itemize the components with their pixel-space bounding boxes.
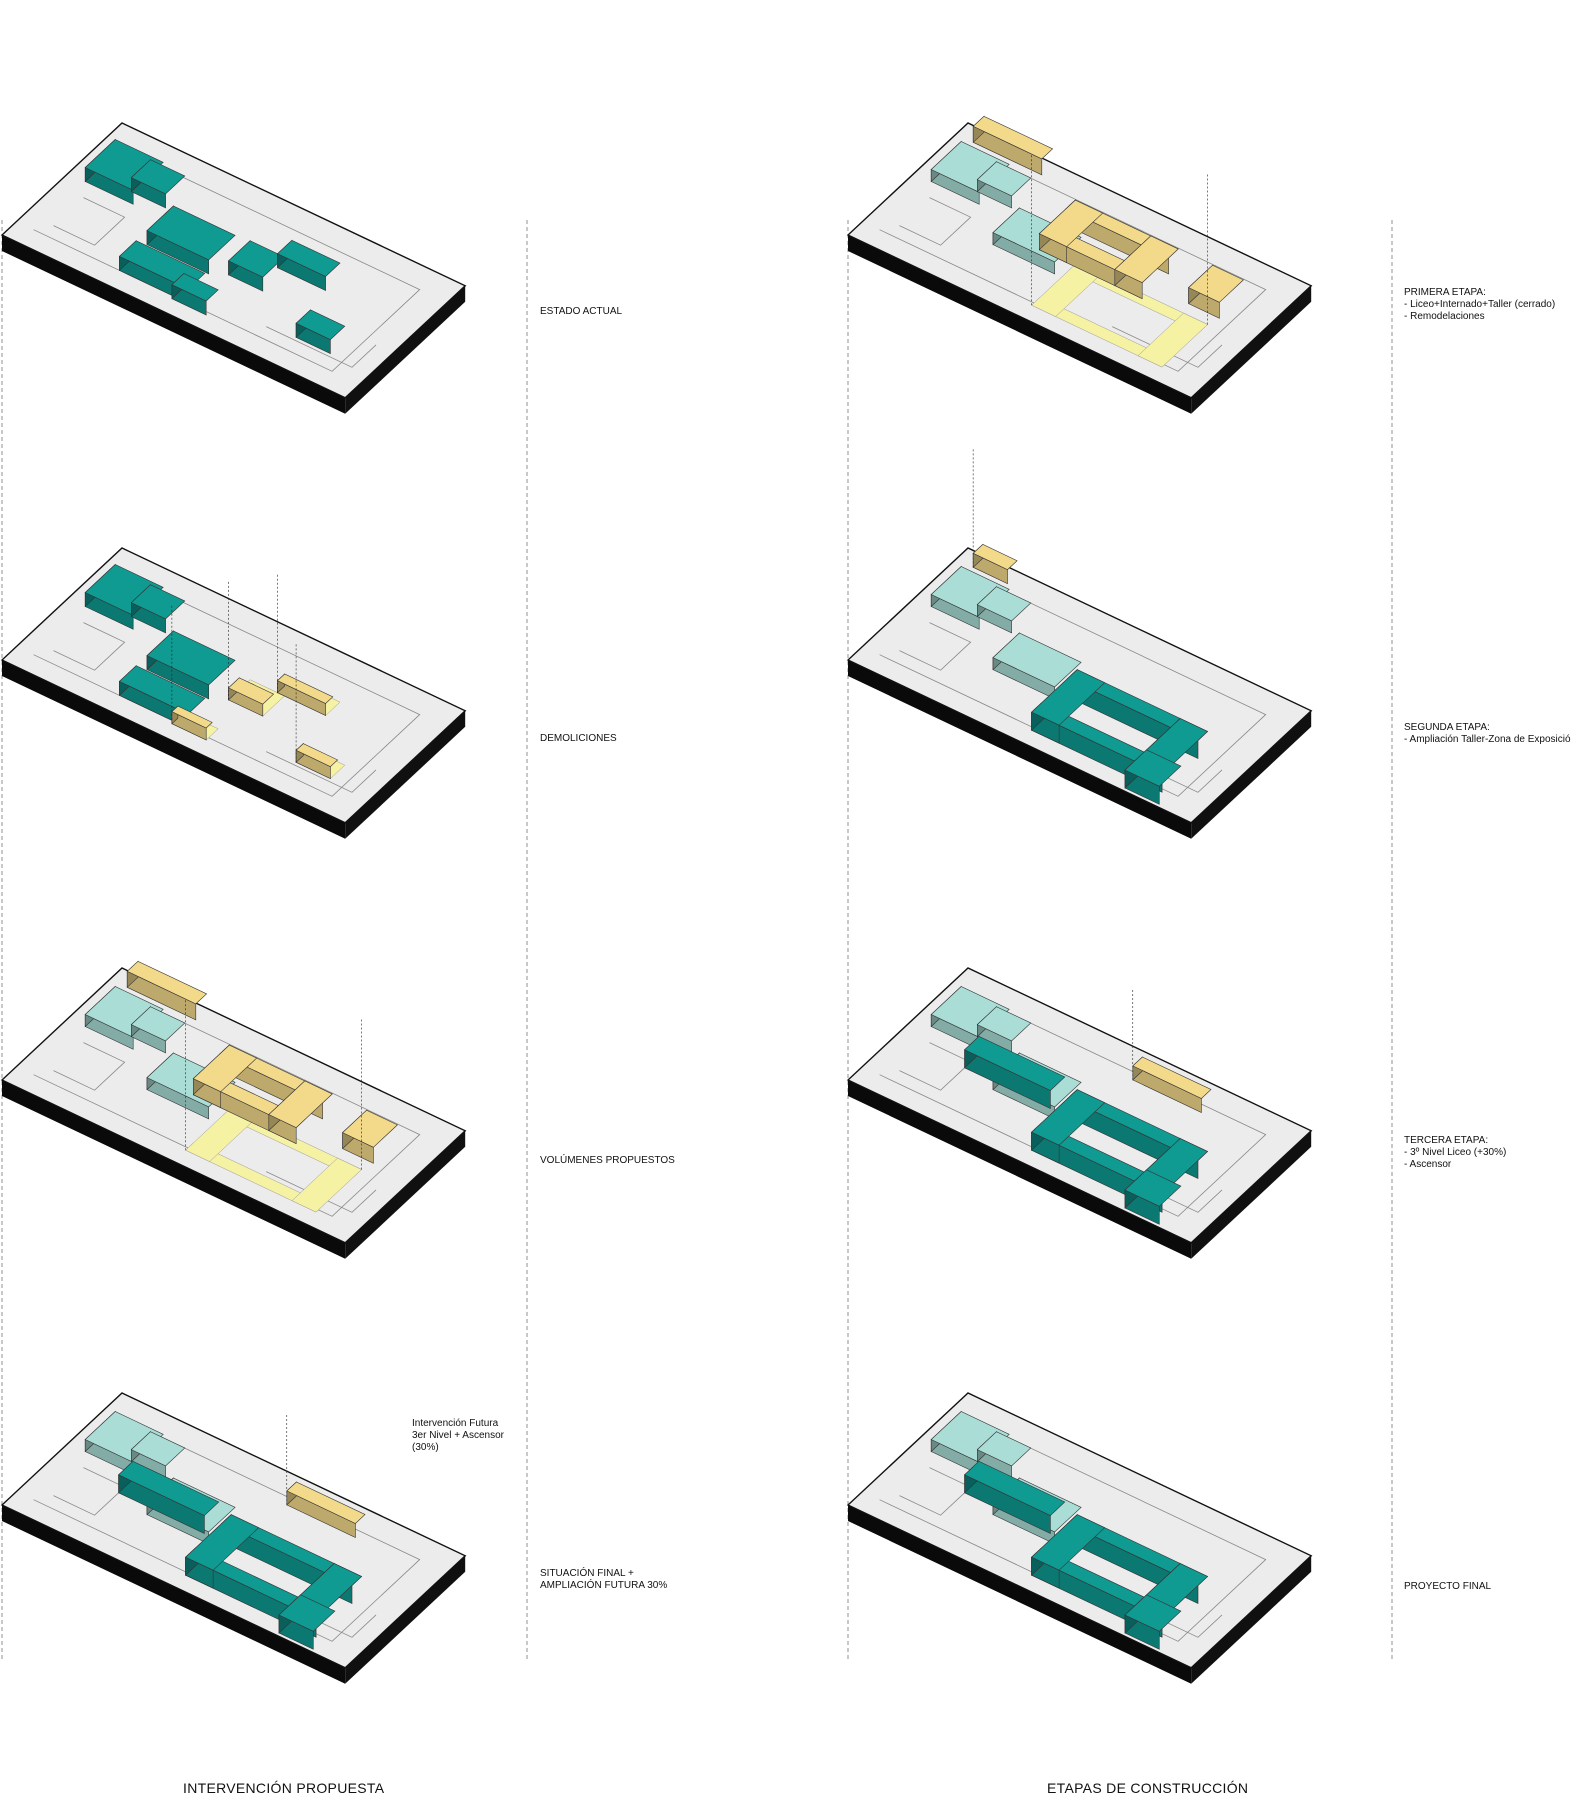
existing-building-2-top — [146, 205, 236, 261]
slab-side-edge — [345, 1555, 466, 1684]
slab-side-edge — [1191, 1555, 1312, 1684]
wing-building-top — [1124, 749, 1182, 787]
proposed-ring-lifted-c-top — [192, 1044, 258, 1093]
link-building-top — [118, 1460, 220, 1516]
right-column-title: ETAPAS DE CONSTRUCCIÓN — [1047, 1780, 1249, 1796]
site-outline — [53, 1042, 126, 1091]
right-stage-1 — [846, 115, 1313, 414]
slab-front-edge — [848, 235, 1192, 414]
wing-building-top — [1124, 1169, 1182, 1207]
proposed-bar-lifted-top — [972, 115, 1054, 160]
slab-front-edge — [848, 660, 1192, 839]
kept-building-3-top — [118, 665, 206, 715]
lifted-demolition-0-top — [227, 677, 275, 705]
slab-side-edge — [345, 1130, 466, 1259]
slab-front-edge — [2, 1080, 346, 1259]
slab-side-edge — [345, 285, 466, 414]
site-outline — [266, 1171, 377, 1213]
slab-front-edge — [2, 1505, 346, 1684]
slab-side-edge — [1191, 710, 1312, 839]
lifted-demolition-3-top — [171, 705, 213, 729]
right-stage-2 — [846, 447, 1313, 839]
slab-front-edge — [2, 235, 346, 414]
dashed-guide-lines — [1, 220, 1393, 1660]
site-outline — [899, 197, 972, 246]
site-outline — [53, 622, 126, 671]
existing-building-1-top — [130, 159, 186, 195]
link-building-top — [964, 1035, 1066, 1091]
left-stage-2 — [0, 547, 467, 839]
proposed-wing-lifted-top — [342, 1109, 398, 1148]
kept-building-1-top — [976, 1006, 1032, 1042]
site-outline — [266, 751, 377, 793]
wing-building-top — [1124, 1594, 1182, 1632]
kept-building-1-top — [976, 161, 1032, 197]
left-stage-3 — [0, 960, 467, 1259]
site-outline — [1112, 326, 1223, 368]
stage-label-situacion-final: SITUACIÓN FINAL + AMPLIACIÓN FUTURA 30% — [540, 1568, 668, 1591]
ring-building-c-top — [1031, 669, 1106, 726]
kept-building-1-top — [130, 584, 186, 620]
link-building-top — [964, 1460, 1066, 1516]
stage-label-tercera-etapa: TERCERA ETAPA: - 3º Nivel Liceo (+30%) -… — [1404, 1135, 1507, 1170]
annotation-intervencion-futura: Intervención Futura 3er Nivel + Ascensor… — [412, 1418, 504, 1453]
kept-building-1-top — [976, 1431, 1032, 1467]
wing-building-top — [278, 1594, 336, 1632]
kept-building-2-top — [992, 632, 1082, 688]
site-outline — [266, 326, 377, 368]
proposed-ring-lifted-c-top — [1038, 199, 1104, 248]
left-stage-1 — [0, 122, 467, 414]
left-stage-4 — [0, 1392, 467, 1684]
slab-side-edge — [1191, 285, 1312, 414]
kept-building-1-top — [976, 586, 1032, 622]
kept-building-1-top — [130, 1431, 186, 1467]
stage-label-demoliciones: DEMOLICIONES — [540, 733, 617, 744]
existing-building-7-top — [171, 273, 219, 302]
proposed-ring-lifted-d-top — [1114, 235, 1179, 283]
site-slabs — [0, 115, 1313, 1684]
stage-label-estado-actual: ESTADO ACTUAL — [540, 306, 623, 317]
kept-building-2-top — [146, 630, 236, 686]
slab-front-edge — [848, 1080, 1192, 1259]
right-stage-3 — [846, 967, 1313, 1259]
existing-building-5-top — [276, 239, 341, 277]
future-level-lifted-top — [286, 1481, 366, 1524]
left-column-title: INTERVENCIÓN PROPUESTA — [183, 1780, 385, 1796]
stage-label-volumenes-propuestos: VOLÚMENES PROPUESTOS — [540, 1155, 675, 1166]
future-level-lifted-top — [1132, 1056, 1212, 1099]
stage-label-proyecto-final: PROYECTO FINAL — [1404, 1581, 1492, 1592]
proposed-wing-lifted-top — [1188, 264, 1244, 303]
stage-label-primera-etapa: PRIMERA ETAPA: - Liceo+Internado+Taller … — [1404, 287, 1556, 322]
lifted-demolition-1-top — [276, 673, 334, 704]
slab-front-edge — [848, 1505, 1192, 1684]
proposed-bar-lifted-top — [126, 960, 208, 1005]
proposed-ring-lifted-d-top — [268, 1080, 333, 1128]
site-outline — [899, 1042, 972, 1091]
next-stage-lifted-top — [972, 544, 1018, 570]
kept-building-1-top — [130, 1006, 186, 1042]
slab-side-edge — [345, 710, 466, 839]
right-stage-4 — [846, 1392, 1313, 1684]
site-outline — [899, 1467, 972, 1516]
site-outline — [53, 197, 126, 246]
slab-side-edge — [1191, 1130, 1312, 1259]
stage-label-segunda-etapa: SEGUNDA ETAPA: - Ampliación Taller-Zona … — [1404, 722, 1571, 745]
site-outline — [53, 1467, 126, 1516]
ring-building-c-top — [185, 1514, 260, 1571]
site-outline — [899, 622, 972, 671]
ring-building-c-top — [1031, 1514, 1106, 1571]
lifted-demolition-2-top — [295, 743, 339, 767]
slab-front-edge — [2, 660, 346, 839]
existing-building-6-top — [295, 309, 346, 340]
ring-building-c-top — [1031, 1089, 1106, 1146]
